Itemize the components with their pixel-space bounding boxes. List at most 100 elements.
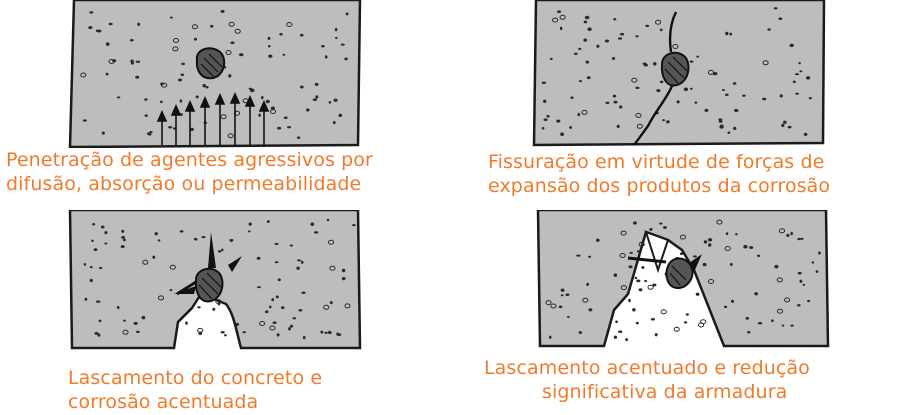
aggregate-speck [123, 319, 127, 322]
panel-penetration [66, 0, 366, 148]
aggregate-speck [620, 230, 627, 236]
aggregate-speck [274, 261, 279, 264]
concrete-section-cracking [532, 0, 826, 147]
aggregate-speck [334, 27, 338, 32]
aggregate-speck [578, 47, 582, 50]
aggregate-speck [586, 76, 591, 80]
aggregate-speck [549, 57, 553, 60]
caption-line: corrosão acentuada [68, 391, 259, 413]
aggregate-speck [795, 92, 800, 95]
aggregate-speck [299, 33, 304, 37]
aggregate-speck [269, 325, 276, 331]
aggregate-speck [798, 61, 801, 65]
aggregate-speck [573, 52, 578, 55]
aggregate-speck [799, 279, 803, 284]
aggregate-speck [683, 321, 688, 324]
aggregate-speck [315, 95, 319, 99]
aggregate-speck [329, 301, 333, 305]
aggregate-speck [792, 80, 796, 84]
aggregate-speck [89, 265, 93, 269]
aggregate-speck [225, 50, 232, 55]
aggregate-speck [695, 292, 700, 296]
aggregate-speck [279, 33, 283, 36]
aggregate-speck [305, 108, 310, 112]
aggregate-speck [104, 242, 108, 245]
aggregate-speck [89, 11, 94, 14]
aggregate-speck [638, 241, 645, 247]
aggregate-speck [578, 80, 583, 83]
aggregate-speck [656, 89, 661, 93]
aggregate-speck [238, 53, 244, 57]
aggregate-speck [604, 39, 610, 43]
aggregate-speck [749, 246, 754, 250]
aggregate-speck [256, 256, 261, 260]
aggregate-speck [689, 60, 694, 63]
aggregate-speck [617, 330, 623, 333]
aggregate-speck [707, 69, 714, 75]
aggregate-speck [673, 326, 680, 332]
aggregate-speck [719, 125, 724, 129]
aggregate-speck [808, 97, 812, 100]
aggregate-speck [97, 333, 101, 337]
aggregate-speck [340, 43, 345, 46]
aggregate-speck [88, 26, 93, 30]
aggregate-speck [228, 21, 235, 27]
aggregate-speck [249, 88, 255, 93]
aggregate-speck [276, 126, 282, 130]
diffusion-arrows [156, 92, 270, 145]
aggregate-speck [767, 28, 771, 31]
aggregate-speck [583, 38, 588, 42]
aggregate-speck [652, 283, 657, 287]
aggregate-speck [550, 303, 557, 309]
aggregate-speck [559, 26, 563, 31]
aggregate-speck [613, 273, 618, 277]
aggregate-speck [351, 224, 356, 227]
crack-line [633, 11, 678, 146]
aggregate-speck [778, 228, 786, 234]
aggregate-speck [582, 297, 589, 303]
aggregate-speck [312, 98, 318, 101]
aggregate-speck [271, 298, 275, 302]
aggregate-speck [802, 283, 806, 286]
aggregate-speck [619, 32, 625, 36]
aggregate-speck [256, 286, 262, 289]
aggregate-speck [727, 131, 731, 134]
aggregate-speck [577, 112, 581, 117]
aggregate-speck [613, 18, 617, 21]
aggregate-speck [721, 89, 726, 92]
aggregate-speck [595, 238, 600, 242]
aggregate-speck [576, 254, 581, 257]
aggregate-speck [541, 126, 545, 130]
aggregate-speck [169, 288, 173, 292]
aggregate-speck [596, 44, 600, 48]
aggregate-speck [584, 15, 590, 20]
aggregate-speck [299, 85, 304, 89]
aggregate-speck [94, 331, 99, 335]
aggregate-speck [762, 60, 769, 66]
aggregate-speck [616, 124, 620, 129]
aggregate-speck [91, 239, 94, 243]
aggregate-speck [266, 220, 270, 224]
aggregate-speck [628, 265, 633, 269]
aggregate-speck [761, 97, 767, 101]
aggregate-speck [341, 276, 346, 281]
aggregate-speck [655, 19, 662, 25]
aggregate-speck [807, 299, 811, 303]
aggregate-speck [613, 335, 618, 339]
aggregate-speck [280, 306, 285, 310]
aggregate-speck [565, 293, 570, 296]
aggregate-speck [683, 87, 689, 92]
aggregate-speck [725, 232, 729, 236]
aggregate-speck [133, 321, 138, 325]
aggregate-speck [228, 74, 232, 78]
aggregate-speck [160, 100, 163, 104]
aggregate-speck [636, 279, 641, 283]
aggregate-speck [234, 28, 241, 34]
aggregate-speck [578, 330, 583, 334]
aggregate-speck [613, 100, 618, 104]
aggregate-speck [344, 303, 351, 309]
aggregate-speck [193, 37, 198, 41]
aggregate-speck [632, 308, 636, 312]
aggregate-speck [120, 235, 126, 239]
aggregate-speck [169, 16, 173, 19]
